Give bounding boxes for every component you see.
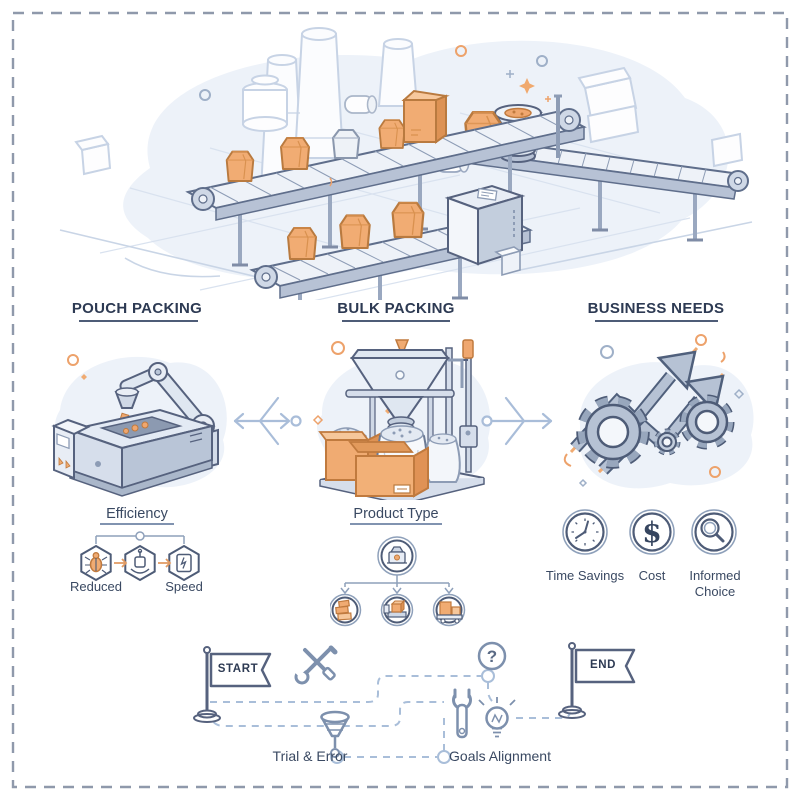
section-connectors bbox=[233, 396, 553, 446]
end-flag bbox=[558, 642, 636, 719]
funnel-icon bbox=[320, 710, 350, 758]
product-type-title: Product Type bbox=[353, 506, 439, 522]
gear-large bbox=[576, 395, 650, 469]
business-needs-heading: BUSINESS NEEDS bbox=[587, 300, 725, 317]
efficiency-title: Efficiency bbox=[106, 506, 168, 522]
goals-alignment-label: Goals Alignment bbox=[449, 748, 551, 764]
bug-icon bbox=[84, 552, 108, 574]
gear-right bbox=[679, 394, 735, 450]
second-sack bbox=[424, 433, 461, 483]
bulk-packing-heading: BULK PACKING bbox=[337, 300, 455, 317]
business-needs-icons: $ bbox=[562, 509, 737, 555]
bulk-heading-underline bbox=[342, 320, 450, 322]
hopper bbox=[345, 339, 455, 434]
console-machine bbox=[444, 94, 562, 277]
cost-label: Cost bbox=[638, 568, 666, 583]
magnifier-icon bbox=[691, 509, 737, 555]
efficiency-diagram bbox=[80, 531, 200, 582]
pouch-on-belt bbox=[391, 201, 425, 239]
wrench-icon bbox=[452, 688, 472, 739]
question-glyph: ? bbox=[487, 647, 497, 666]
start-flag-label: START bbox=[217, 663, 259, 675]
pallet-boxes-icon bbox=[436, 601, 463, 624]
pouch-packing-illustration bbox=[51, 354, 227, 497]
pouch-on-belt bbox=[280, 137, 310, 170]
start-flag bbox=[193, 646, 272, 723]
journey-dashed-path bbox=[209, 675, 571, 758]
pouch-on-belt bbox=[378, 119, 406, 149]
product-type-underline bbox=[350, 523, 442, 525]
sealed-pouch-icon bbox=[130, 548, 150, 574]
right-connector-arrow bbox=[481, 396, 553, 446]
background-crates bbox=[74, 66, 744, 176]
clock-icon bbox=[562, 509, 608, 555]
pouch-on-belt bbox=[287, 227, 317, 260]
journey-flow: ? bbox=[193, 641, 636, 764]
boxed-machine-icon bbox=[383, 599, 407, 618]
path-node bbox=[437, 750, 451, 764]
pouch-on-belt bbox=[225, 150, 255, 182]
crossed-tools-icon bbox=[293, 645, 338, 685]
open-box bbox=[348, 441, 429, 498]
machine-console bbox=[51, 418, 91, 480]
informed-choice-label: Informed Choice bbox=[689, 568, 741, 600]
step-arrows bbox=[114, 558, 172, 568]
packing-machine-icon bbox=[387, 546, 407, 564]
machine-body bbox=[66, 408, 216, 497]
time-savings-label: Time Savings bbox=[545, 568, 625, 583]
end-flag-label: END bbox=[589, 659, 617, 671]
dollar-icon: $ bbox=[629, 509, 675, 555]
lightbulb-icon bbox=[478, 697, 516, 738]
sparkle-decorations bbox=[199, 45, 551, 187]
pouch-packing-heading: POUCH PACKING bbox=[71, 300, 203, 317]
machine-frame bbox=[369, 339, 478, 473]
speed-document-icon bbox=[176, 553, 192, 573]
pouch-heading-underline bbox=[79, 320, 198, 322]
speed-label: Speed bbox=[165, 579, 203, 594]
lying-can bbox=[344, 95, 378, 114]
question-mark-icon: ? bbox=[477, 641, 507, 671]
left-connector-arrow bbox=[233, 396, 302, 446]
gray-pouch-on-belt bbox=[332, 129, 360, 159]
branch-arrowheads bbox=[340, 587, 454, 595]
factory-conveyor-illustration bbox=[59, 27, 753, 300]
bulk-packing-illustration bbox=[312, 339, 491, 500]
gear-small bbox=[653, 428, 681, 456]
path-node bbox=[481, 669, 495, 683]
pouch-on-belt bbox=[339, 214, 371, 250]
dollar-glyph: $ bbox=[642, 516, 661, 549]
business-needs-illustration bbox=[563, 334, 754, 489]
efficiency-underline bbox=[100, 523, 174, 525]
carton-on-belt bbox=[401, 89, 450, 144]
trial-error-label: Trial & Error bbox=[272, 748, 348, 764]
product-type-diagram bbox=[330, 536, 466, 627]
pouch-stack-icon bbox=[335, 599, 352, 621]
upper-conveyor bbox=[185, 108, 587, 267]
business-heading-underline bbox=[595, 320, 718, 322]
reduced-label: Reduced bbox=[69, 579, 123, 594]
